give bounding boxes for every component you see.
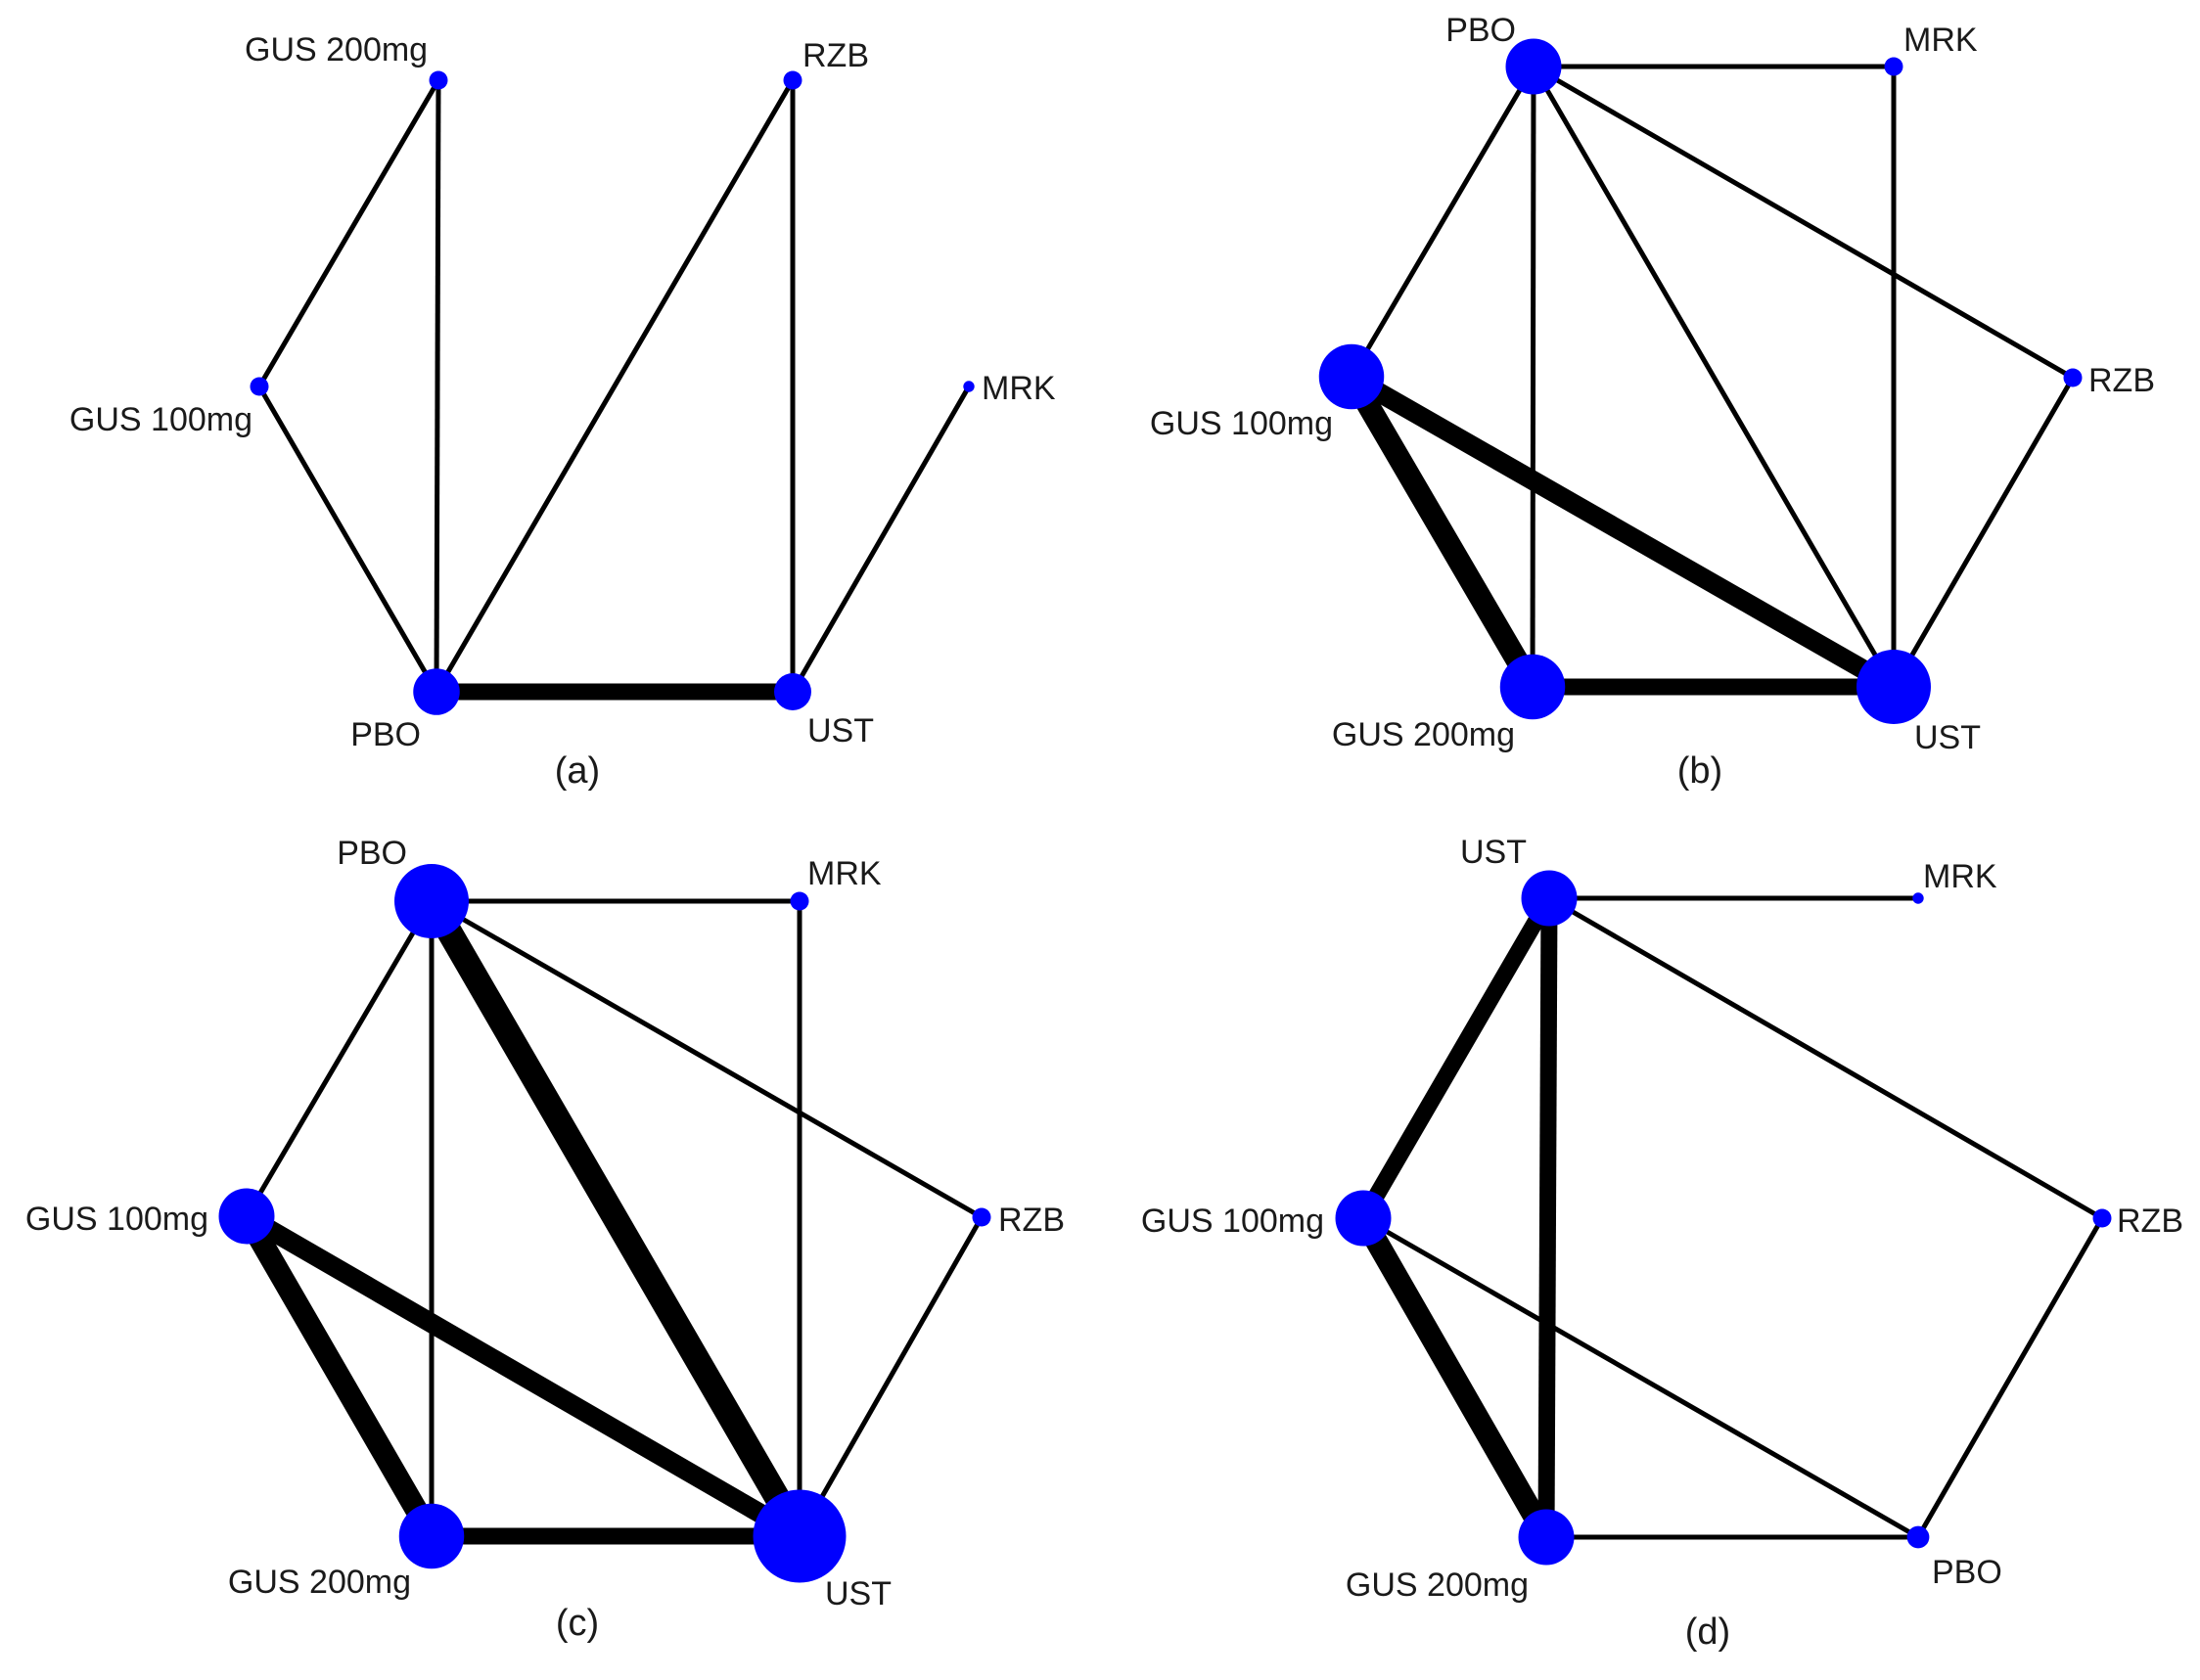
- node-gus200: [398, 1503, 465, 1569]
- node-label-ust: UST: [825, 1575, 892, 1612]
- node-label-gus200: GUS 200mg: [245, 31, 428, 68]
- node-label-gus100: GUS 100mg: [25, 1201, 208, 1238]
- node-label-pbo: PBO: [337, 835, 407, 872]
- edge-gus100-pbo: [1361, 1215, 1920, 1540]
- panel-a: GUS 200mg RZB GUS 100mg MRK PBO UST (a): [69, 31, 1056, 792]
- edge-gus100-gus200: [1342, 371, 1542, 693]
- node-label-mrk: MRK: [1923, 858, 1997, 895]
- node-label-ust: UST: [807, 712, 874, 749]
- node-label-gus200: GUS 200mg: [1332, 716, 1515, 753]
- edge-gus200-pbo: [434, 79, 441, 693]
- node-gus200: [1518, 1509, 1575, 1566]
- edge-ust-gus100: [1355, 893, 1557, 1223]
- node-label-pbo: PBO: [1932, 1554, 2002, 1591]
- panel-b: PBO MRK GUS 100mg RZB GUS 200mg UST (b): [1150, 12, 2155, 792]
- node-rzb: [972, 1207, 991, 1227]
- node-label-mrk: MRK: [982, 370, 1056, 407]
- node-ust: [774, 673, 811, 710]
- node-pbo: [1906, 1525, 1930, 1549]
- node-gus100: [1335, 1190, 1392, 1247]
- panel-d: UST MRK GUS 100mg RZB GUS 200mg PBO (d): [1141, 834, 2183, 1653]
- node-label-mrk: MRK: [1903, 22, 1978, 59]
- node-label-gus100: GUS 100mg: [1150, 405, 1333, 442]
- node-rzb: [2092, 1208, 2112, 1228]
- node-label-rzb: RZB: [2117, 1203, 2183, 1240]
- edge-gus200-gus100: [256, 78, 441, 388]
- node-rzb: [2063, 368, 2083, 387]
- edge-gus100-ust: [1347, 368, 1899, 696]
- edge-gus100-pbo: [256, 385, 439, 694]
- edge-gus100-gus200: [237, 1210, 441, 1542]
- node-label-mrk: MRK: [807, 855, 882, 892]
- node-label-gus100: GUS 100mg: [1141, 1203, 1324, 1240]
- node-label-rzb: RZB: [998, 1202, 1065, 1239]
- node-mrk: [1912, 892, 1924, 904]
- node-gus100: [218, 1188, 275, 1245]
- node-gus200: [429, 70, 448, 90]
- node-label-pbo: PBO: [1445, 12, 1516, 49]
- node-gus200: [1499, 654, 1566, 720]
- node-label-gus100: GUS 100mg: [69, 401, 252, 438]
- edge-pbo-ust: [420, 894, 811, 1543]
- panel-caption: (a): [555, 750, 600, 792]
- edge-rzb-ust: [797, 1215, 985, 1538]
- node-pbo: [394, 864, 469, 938]
- node-ust: [1856, 650, 1931, 724]
- panel-caption: (d): [1685, 1612, 1730, 1653]
- edge-mrk-ust: [790, 385, 972, 694]
- edge-pbo-rzb: [1532, 64, 2075, 381]
- node-gus100: [1318, 343, 1385, 410]
- edge-gus100-gus200: [1353, 1212, 1556, 1543]
- panel-caption: (b): [1677, 750, 1722, 792]
- node-gus100: [250, 377, 269, 396]
- edge-rzb-pbo: [434, 78, 796, 694]
- node-label-gus200: GUS 200mg: [1346, 1566, 1529, 1604]
- edge-pbo-gus100: [1349, 65, 1536, 379]
- edge-rzb-ust: [1891, 376, 2076, 689]
- edge-pbo-gus100: [244, 899, 435, 1218]
- edge-pbo-ust: [1531, 65, 1897, 689]
- node-ust: [753, 1489, 847, 1583]
- node-mrk: [1884, 57, 1903, 76]
- node-label-pbo: PBO: [350, 716, 421, 753]
- edge-ust-rzb: [1547, 895, 2104, 1221]
- node-label-ust: UST: [1914, 719, 1981, 756]
- node-ust: [1521, 870, 1578, 927]
- edge-ust-gus200: [1537, 897, 1558, 1538]
- node-label-rzb: RZB: [2088, 362, 2155, 399]
- node-label-rzb: RZB: [802, 37, 869, 74]
- panel-caption: (c): [556, 1603, 599, 1644]
- node-mrk: [790, 891, 809, 911]
- node-rzb: [783, 70, 802, 90]
- edge-rzb-pbo: [1915, 1216, 2105, 1539]
- node-label-gus200: GUS 200mg: [228, 1564, 411, 1601]
- panel-c: PBO MRK GUS 100mg RZB GUS 200mg UST (c): [25, 835, 1065, 1644]
- node-pbo: [1505, 38, 1562, 95]
- edge-gus100-ust: [241, 1207, 805, 1545]
- edge-pbo-gus200: [1530, 66, 1536, 688]
- edge-pbo-rzb: [430, 898, 984, 1220]
- node-mrk: [963, 381, 975, 392]
- node-label-ust: UST: [1460, 834, 1527, 871]
- node-pbo: [413, 668, 460, 715]
